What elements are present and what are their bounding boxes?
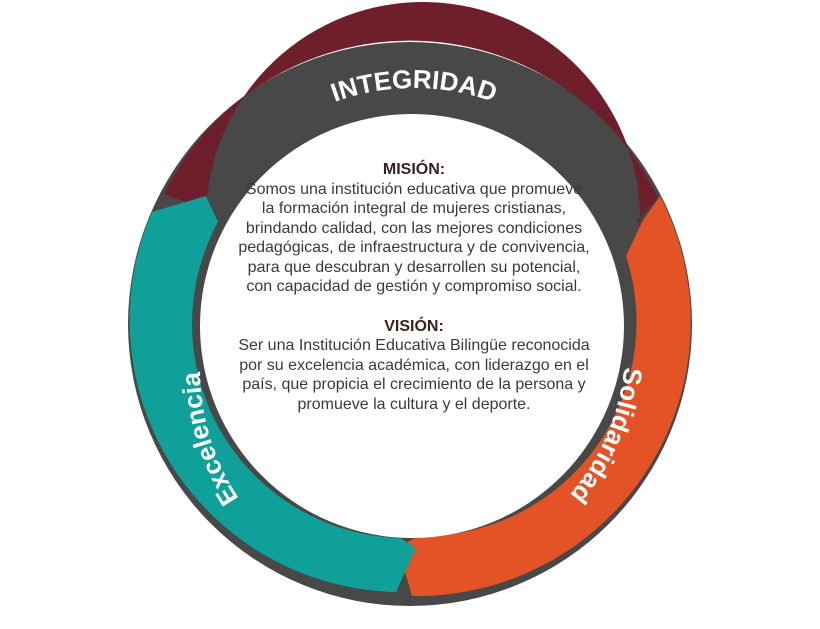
mission-block: MISIÓN: Somos una institución educativa … bbox=[238, 160, 590, 297]
segment-excelencia bbox=[129, 196, 417, 592]
center-content: MISIÓN: Somos una institución educativa … bbox=[238, 160, 590, 414]
inner-circle bbox=[200, 114, 624, 538]
segment-solidaridad bbox=[398, 196, 691, 597]
vision-text: Ser una Institución Educativa Bilingüe r… bbox=[238, 337, 590, 413]
segment-integridad bbox=[164, 1, 658, 226]
vision-title: VISIÓN: bbox=[384, 317, 444, 335]
mission-text: Somos una institución educativa que prom… bbox=[238, 180, 590, 296]
mission-title: MISIÓN: bbox=[382, 161, 446, 178]
vision-block: VISIÓN: Ser una Institución Educativa Bi… bbox=[238, 317, 590, 415]
